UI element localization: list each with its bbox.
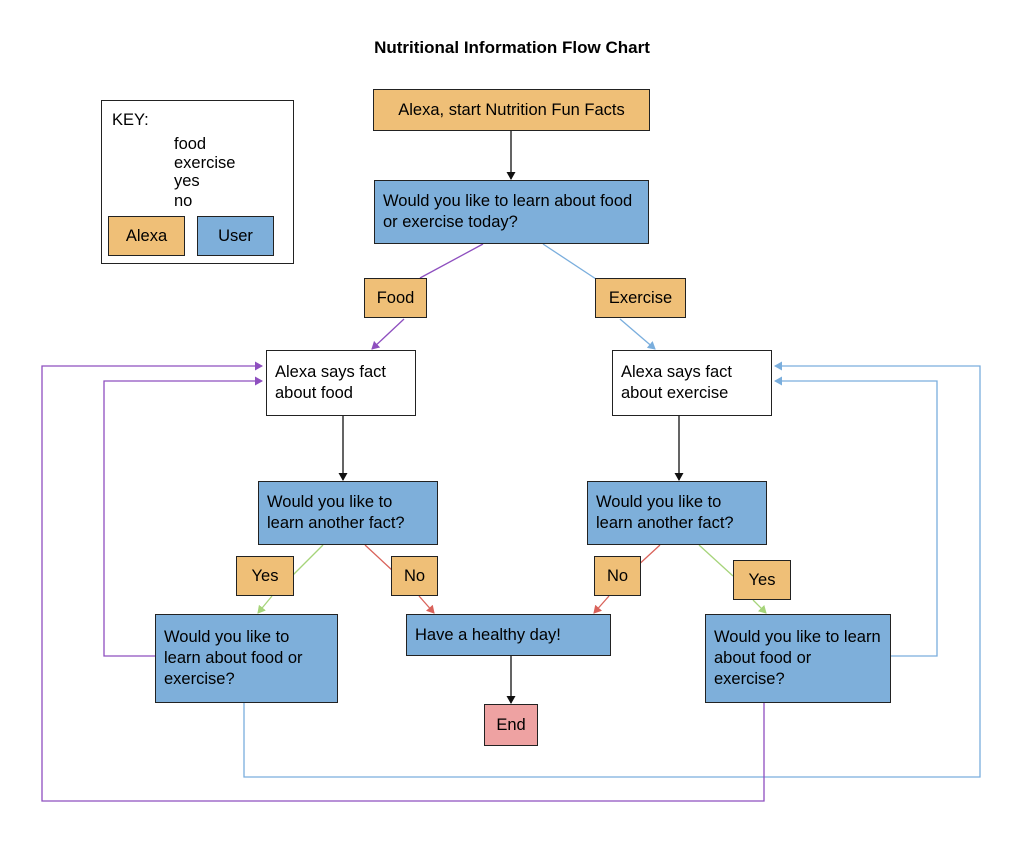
loop-left-learn-to-factexercise: [243, 361, 981, 778]
node-end: End: [484, 704, 538, 746]
legend-exercise-label: exercise: [174, 154, 236, 172]
legend-yes-label: yes: [174, 172, 200, 190]
node-fact-exercise: Alexa says fact about exercise: [612, 350, 772, 416]
node-no-right: No: [594, 556, 641, 596]
arrow-exercise-to-fact: [619, 318, 656, 350]
arrow-right-no-2: [593, 595, 610, 614]
arrow-right-yes-1: [698, 544, 734, 577]
node-yes-left: Yes: [236, 556, 294, 596]
chart-title: Nutritional Information Flow Chart: [374, 38, 650, 57]
node-food: Food: [364, 278, 427, 318]
legend-alexa-box: Alexa: [108, 216, 185, 256]
legend-food-label: food: [174, 135, 207, 153]
arrow-food-to-fact: [371, 318, 405, 350]
legend-user-box: User: [197, 216, 274, 256]
node-question: Would you like to learn about food or ex…: [374, 180, 649, 244]
node-another-right: Would you like to learn another fact?: [587, 481, 767, 545]
node-learn-left: Would you like to learn about food or ex…: [155, 614, 338, 703]
arrow-right-yes-2: [752, 599, 767, 614]
arrow-question-to-exercise: [542, 243, 597, 280]
node-start: Alexa, start Nutrition Fun Facts: [373, 89, 650, 131]
node-yes-right: Yes: [733, 560, 791, 600]
loop-left-learn-to-factfood: [103, 376, 263, 657]
arrow-left-no-1: [364, 544, 394, 572]
arrow-question-to-food: [419, 243, 484, 279]
loop-right-learn-to-factfood: [41, 361, 765, 802]
legend-no-label: no: [174, 192, 193, 210]
arrow-left-yes-2: [257, 595, 273, 614]
arrow-left-no-2: [418, 595, 435, 614]
node-no-left: No: [391, 556, 438, 596]
node-another-left: Would you like to learn another fact?: [258, 481, 438, 545]
arrow-left-yes-1: [291, 544, 324, 577]
node-exercise: Exercise: [595, 278, 686, 318]
legend-key: KEY: food exercise yes no Alexa User: [101, 100, 294, 264]
loop-right-learn-to-factexercise: [774, 376, 938, 657]
node-fact-food: Alexa says fact about food: [266, 350, 416, 416]
node-learn-right: Would you like to learn about food or ex…: [705, 614, 891, 703]
legend-heading: KEY:: [112, 111, 149, 129]
node-healthy: Have a healthy day!: [406, 614, 611, 656]
